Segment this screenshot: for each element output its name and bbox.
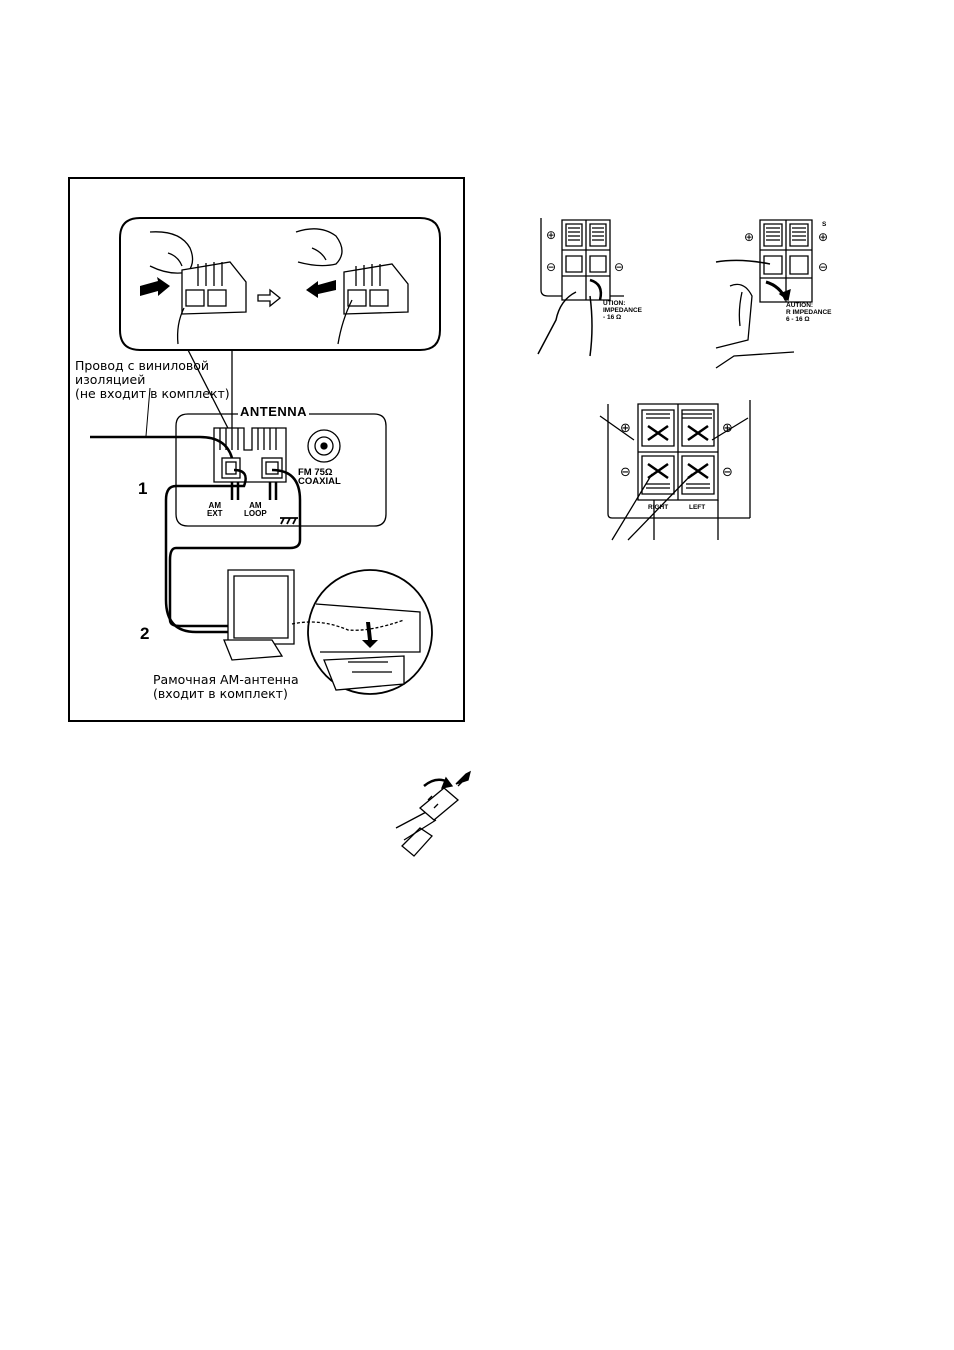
label-line: R IMPEDANCE	[786, 309, 832, 316]
impedance-label-right: AUTION: R IMPEDANCE 6 - 16 Ω	[786, 302, 832, 323]
plus-icon: ⊕	[722, 420, 733, 436]
caption-line: (входит в комплект)	[153, 687, 299, 701]
corner-mark: S	[822, 221, 826, 228]
am-ext-label: AM EXT	[207, 502, 223, 518]
am-loop-antenna	[224, 570, 294, 660]
label-line: AUTION:	[786, 302, 832, 309]
push-arrow-icon	[140, 277, 170, 296]
minus-icon: ⊖	[722, 464, 733, 480]
label-line: IMPEDANCE	[603, 307, 642, 314]
minus-icon: ⊖	[818, 260, 828, 274]
label-line: UTION:	[603, 300, 642, 307]
impedance-label-left: UTION: IMPEDANCE - 16 Ω	[603, 300, 642, 321]
vinyl-wire	[90, 437, 232, 458]
plus-icon: ⊕	[818, 230, 828, 244]
speaker-terminal-inset-right	[716, 220, 812, 368]
left-channel-label: LEFT	[689, 504, 705, 511]
coax-connector-icon	[396, 772, 470, 856]
antenna-panel-title: ANTENNA	[238, 404, 309, 419]
label-line: COAXIAL	[298, 477, 341, 486]
spring-terminal-closed	[338, 264, 408, 344]
caption-line: Провод с виниловой	[75, 359, 230, 373]
finger-icon	[296, 229, 342, 266]
minus-icon: ⊖	[614, 260, 624, 274]
loop-antenna-closeup	[292, 570, 432, 694]
caption-line: изоляцией	[75, 373, 230, 387]
caption-line: (не входит в комплект)	[75, 387, 230, 401]
spring-terminal-open	[178, 262, 246, 344]
right-channel-label: RIGHT	[648, 504, 668, 511]
label-line: 6 - 16 Ω	[786, 316, 832, 323]
am-loop-label: AM LOOP	[244, 502, 267, 518]
step-1-label: 1	[138, 479, 147, 499]
label-line: LOOP	[244, 510, 267, 518]
fm-coaxial-label: FM 75Ω COAXIAL	[298, 468, 341, 486]
loop-antenna-caption: Рамочная АМ-антенна (входит в комплект)	[153, 673, 299, 701]
label-line: EXT	[207, 510, 223, 518]
caption-line: Рамочная АМ-антенна	[153, 673, 299, 687]
finger-icon	[150, 232, 193, 273]
label-line: - 16 Ω	[603, 314, 642, 321]
release-arrow-icon	[306, 280, 336, 298]
plus-icon: ⊕	[744, 230, 754, 244]
minus-icon: ⊖	[546, 260, 556, 274]
next-arrow-icon	[258, 290, 280, 306]
plus-icon: ⊕	[620, 420, 631, 436]
vinyl-wire-caption: Провод с виниловой изоляцией (не входит …	[75, 359, 230, 401]
minus-icon: ⊖	[620, 464, 631, 480]
plus-icon: ⊕	[546, 228, 556, 242]
step-2-label: 2	[140, 624, 149, 644]
